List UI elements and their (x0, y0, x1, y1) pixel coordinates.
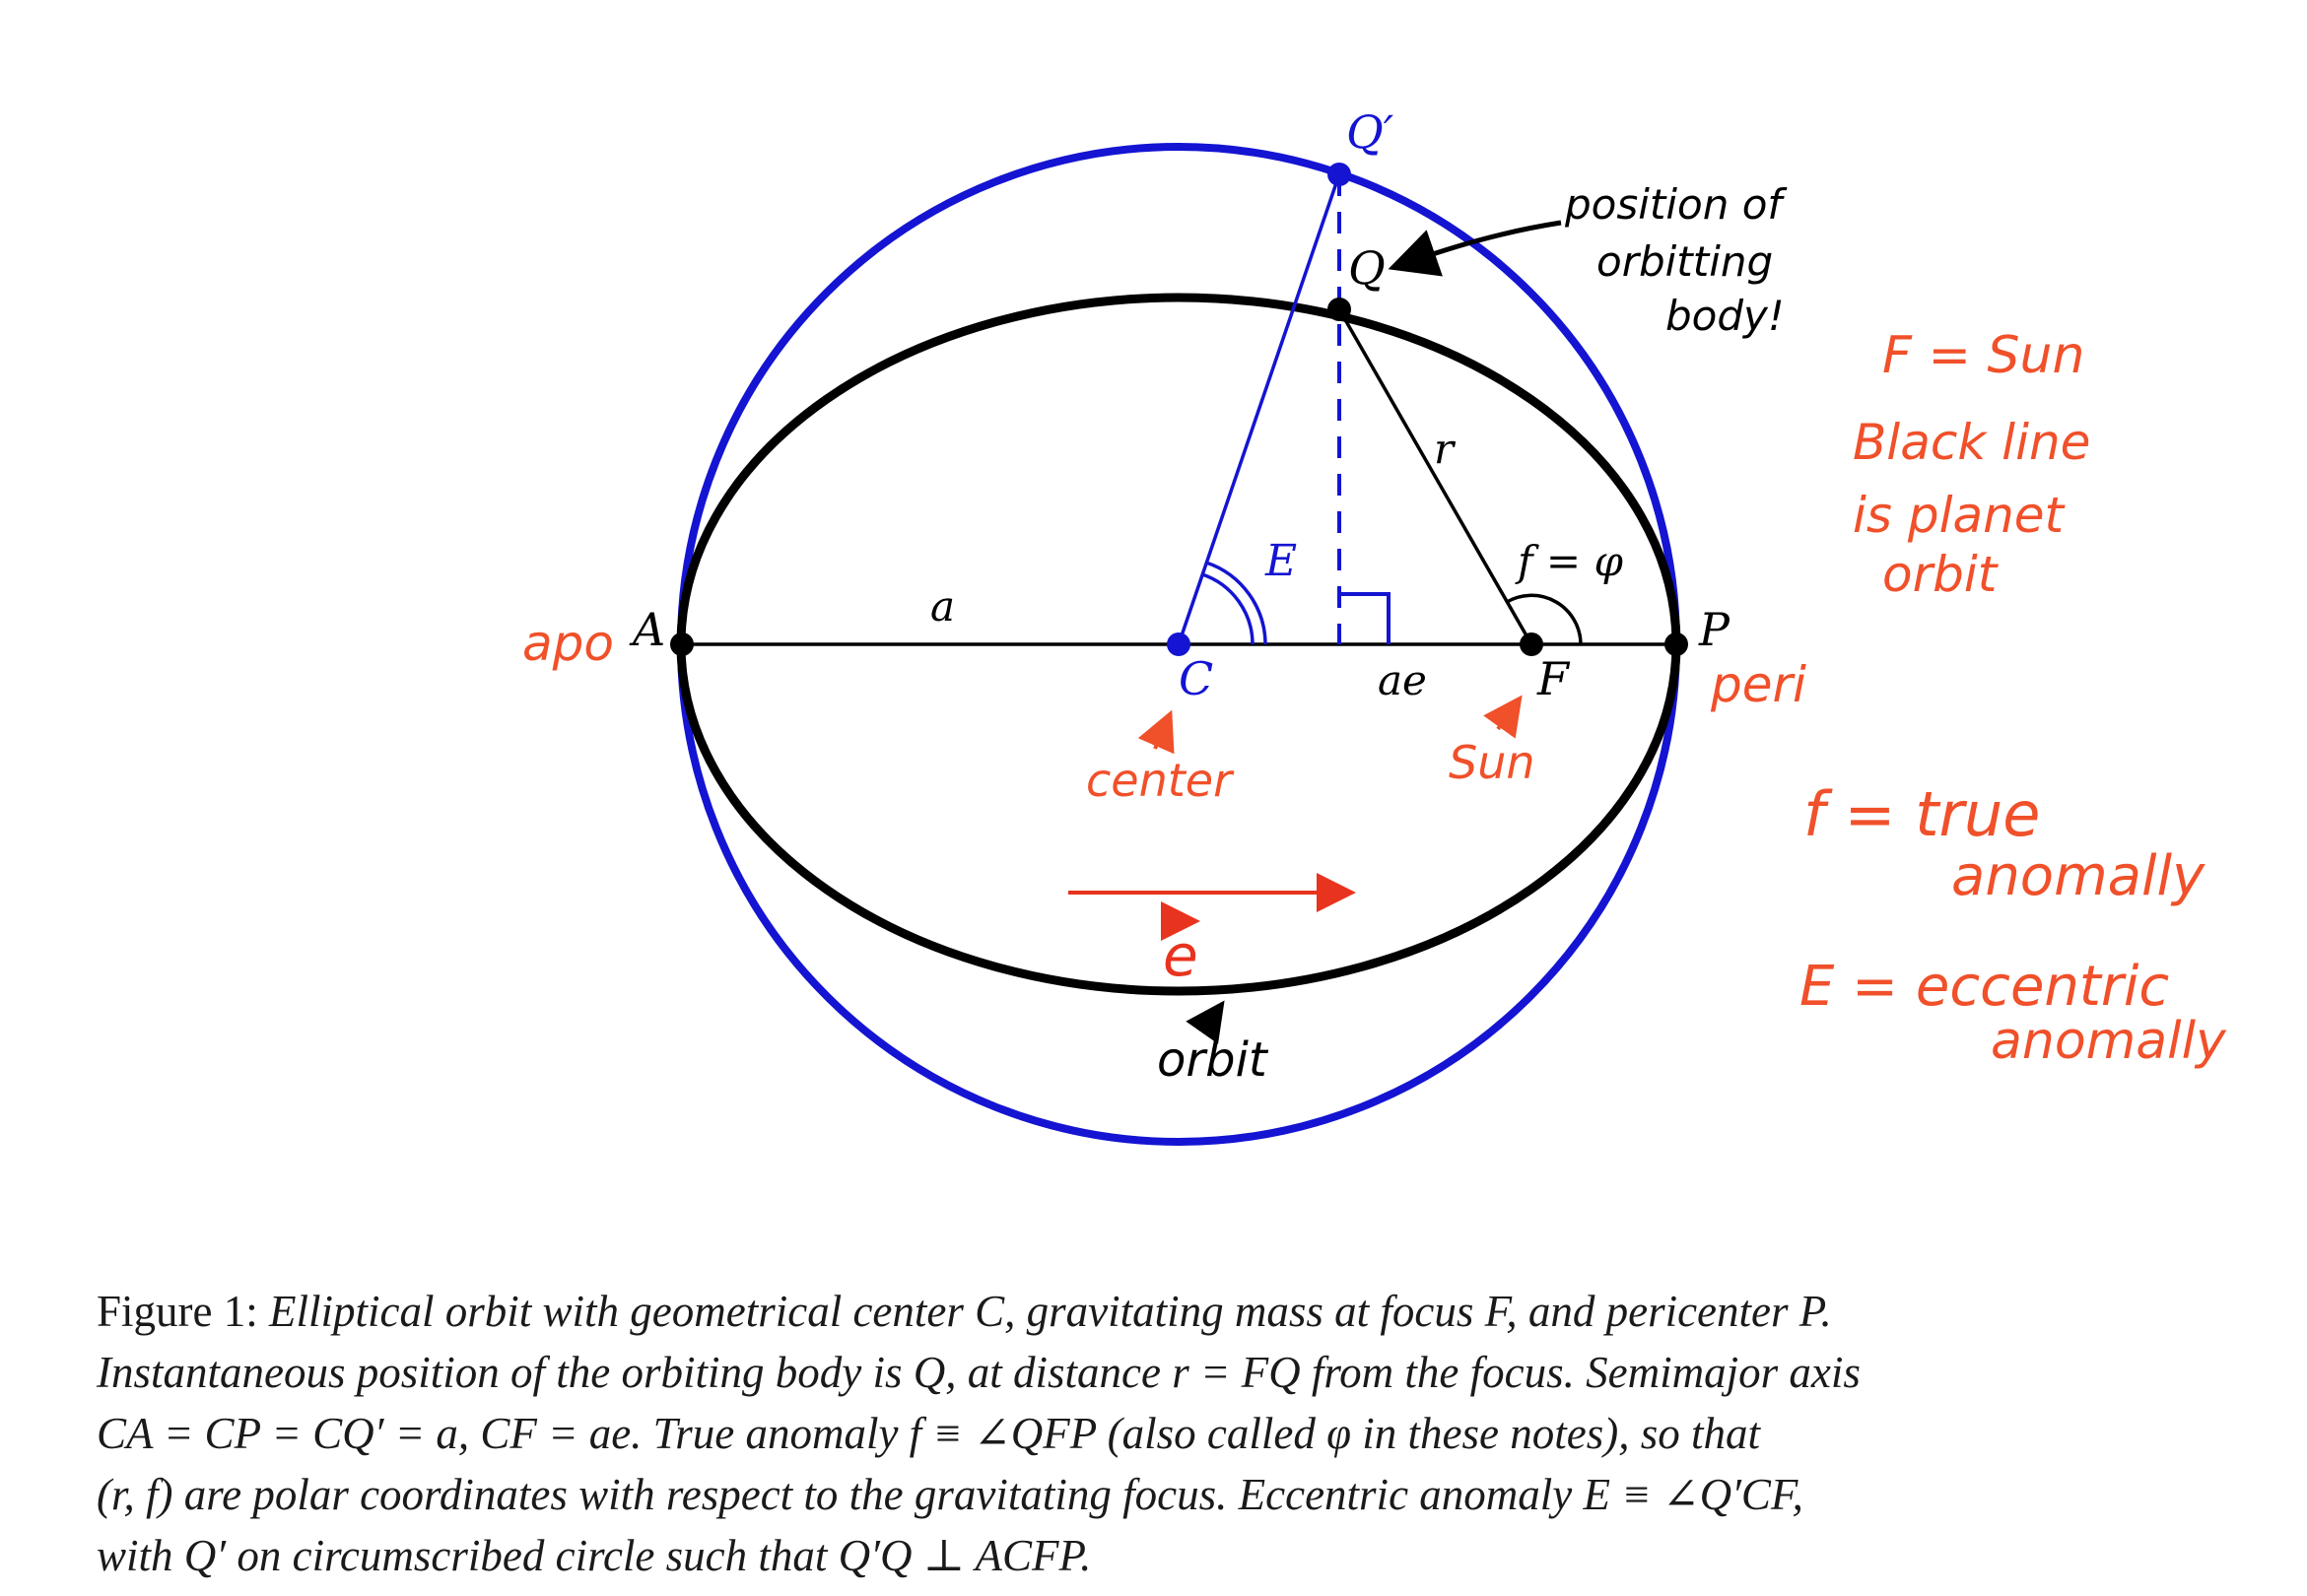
label-a-point: A (629, 603, 665, 656)
label-f-phi: f = φ (1515, 537, 1623, 585)
caption-line-1: Figure 1: Elliptical orbit with geometri… (97, 1281, 2265, 1342)
annotation-position-line3: body! (1665, 292, 1785, 340)
angle-e-arc-inner (1201, 572, 1255, 645)
label-c: C (1179, 652, 1213, 705)
label-qprime: Q′ (1346, 105, 1394, 159)
caption-line-1-text: Elliptical orbit with geometrical center… (269, 1287, 1832, 1336)
annotation-eccentric-anomaly-2: anomally (1991, 1012, 2227, 1071)
annotation-true-anomaly-1: f = true (1803, 778, 2040, 850)
annotation-f-sun: F = Sun (1882, 326, 2084, 385)
sun-pointer-arrow (1483, 695, 1523, 739)
caption-line-3: CA = CP = CQ′ = a, CF = ae. True anomaly… (97, 1409, 1760, 1458)
line-q-f (1337, 308, 1533, 645)
eccentricity-vector-label: e (1163, 922, 1198, 989)
annotation-eccentric-anomaly-1: E = eccentric (1799, 955, 2169, 1019)
point-qprime (1327, 163, 1351, 186)
label-q: Q (1348, 241, 1386, 295)
annotation-peri: peri (1710, 656, 1806, 713)
point-c (1167, 632, 1190, 656)
label-r: r (1434, 425, 1457, 473)
caption-figure-label: Figure 1: (97, 1287, 269, 1336)
right-angle-mark (1339, 592, 1391, 644)
annotation-position-line1: position of (1564, 180, 1788, 229)
annotation-black-line-3: orbit (1882, 546, 2000, 603)
label-f: F (1536, 652, 1571, 705)
center-pointer-arrow (1137, 709, 1175, 755)
position-pointer-arrow (1388, 220, 1562, 277)
caption-line-4: (r, f) are polar coordinates with respec… (97, 1470, 1803, 1519)
line-c-qprime (1177, 173, 1341, 645)
label-ae: ae (1378, 656, 1427, 704)
point-p (1664, 632, 1688, 656)
point-a (670, 632, 694, 656)
annotation-position-line2: orbitting (1596, 237, 1773, 286)
caption-line-5: with Q′ on circumscribed circle such tha… (97, 1531, 1092, 1580)
point-q (1327, 298, 1351, 321)
figure-caption: Figure 1: Elliptical orbit with geometri… (97, 1281, 2265, 1586)
annotation-apo: apo (522, 615, 614, 672)
label-e-angle: E (1264, 536, 1297, 586)
angle-f-arc (1506, 593, 1583, 645)
annotation-orbit: orbit (1157, 1032, 1269, 1088)
annotation-true-anomaly-2: anomally (1951, 844, 2205, 908)
label-p: P (1698, 603, 1730, 656)
annotation-center: center (1086, 754, 1235, 807)
orbit-pointer-arrow (1186, 1000, 1225, 1044)
point-f (1520, 632, 1543, 656)
annotation-black-line-1: Black line (1853, 414, 2090, 471)
label-a-length: a (930, 582, 955, 631)
caption-line-2: Instantaneous position of the orbiting b… (97, 1348, 1861, 1397)
angle-e-arc-outer (1205, 561, 1267, 645)
annotation-black-line-2: is planet (1853, 487, 2067, 544)
annotation-sun: Sun (1449, 736, 1535, 789)
